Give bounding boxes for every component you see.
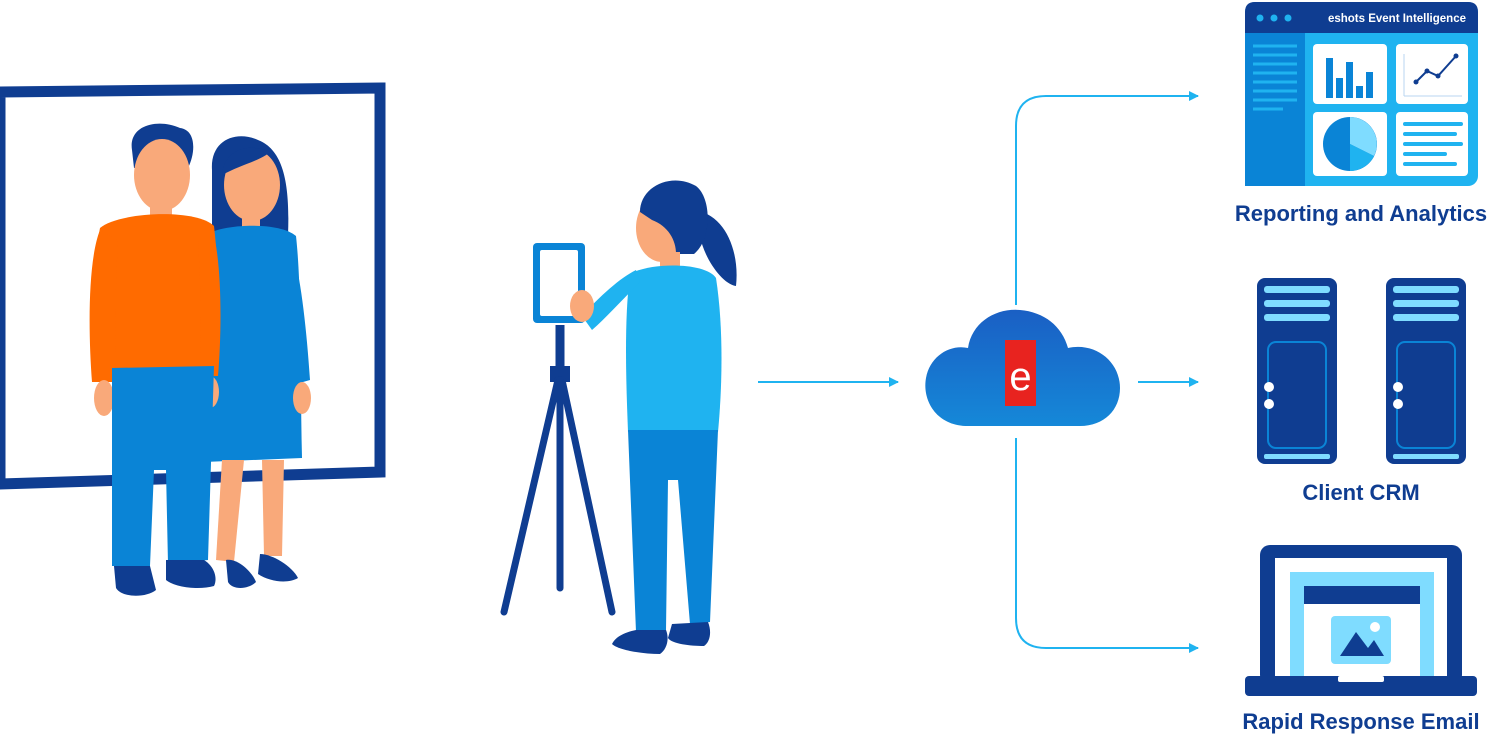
server-icon: [1257, 278, 1337, 464]
dashboard-icon: eshots Event Intelligence: [1245, 2, 1478, 186]
laptop-icon: [1245, 545, 1477, 696]
staff-woman-icon: [570, 180, 737, 654]
server-icon-2: [1386, 278, 1466, 464]
arrow-to-email: [1016, 438, 1198, 648]
cloud-icon: e: [925, 310, 1120, 426]
reporting-label: Reporting and Analytics: [1220, 201, 1500, 227]
dashboard-title: eshots Event Intelligence: [1328, 13, 1466, 25]
attendee-woman-icon: [204, 136, 311, 588]
email-label: Rapid Response Email: [1220, 709, 1500, 735]
tripod-icon: [504, 325, 612, 612]
eshots-logo-letter: e: [1009, 355, 1031, 399]
arrow-to-reporting: [1016, 96, 1198, 305]
attendee-man-icon: [90, 124, 221, 596]
crm-label: Client CRM: [1220, 480, 1500, 506]
